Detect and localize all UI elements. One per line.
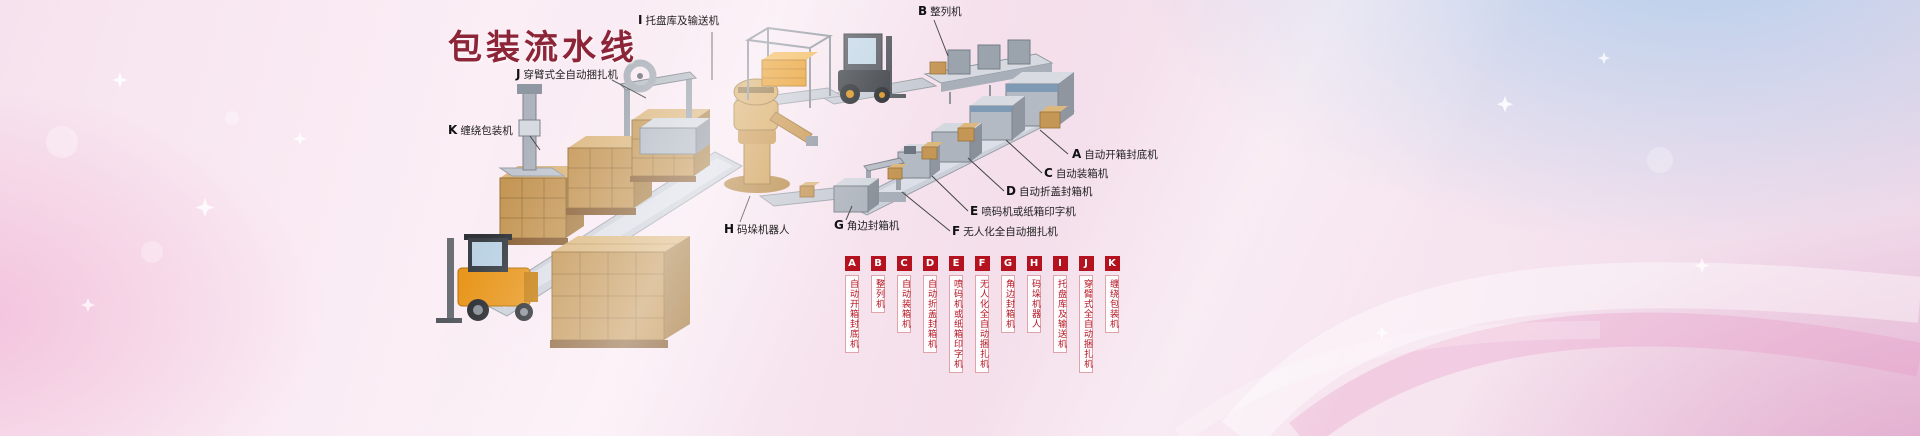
legend-letter-i: I (1052, 256, 1068, 271)
callout-letter-f: F (952, 224, 961, 238)
callout-leader-lines (529, 19, 1069, 232)
legend-item-d: D 自动折盖封箱机 (920, 256, 940, 353)
legend-item-f: F 无人化全自动捆扎机 (972, 256, 992, 373)
callout-label-k: 缠绕包装机 (460, 125, 513, 137)
legend-label-a: 自动开箱封底机 (845, 275, 859, 353)
sparkle-icons (46, 52, 1710, 340)
callout-label-g: 角边封箱机 (846, 220, 900, 232)
legend-label-b: 整列机 (871, 275, 885, 313)
callout-label-f: 无人化全自动捆扎机 (963, 226, 1058, 238)
callout-letter-c: C (1044, 166, 1053, 180)
callout-label-a: 自动开箱封底机 (1084, 149, 1158, 161)
legend-label-h: 码垛机器人 (1027, 275, 1041, 333)
callout-letter-i: I (638, 13, 643, 27)
legend-item-b: B 整列机 (868, 256, 888, 313)
legend-item-j: J 穿臂式全自动捆扎机 (1076, 256, 1096, 373)
legend-item-k: K 缠绕包装机 (1102, 256, 1122, 333)
legend-letter-a: A (844, 256, 860, 271)
legend-letter-f: F (974, 256, 990, 271)
pallet-warehouse (745, 26, 833, 108)
legend-label-c: 自动装箱机 (897, 275, 911, 333)
callout-label-d: 自动折盖封箱机 (1018, 186, 1093, 198)
legend-label-g: 角边封箱机 (1001, 275, 1015, 333)
legend-letter-k: K (1104, 256, 1120, 271)
legend-letter-h: H (1026, 256, 1042, 271)
callout-letter-b: B (918, 4, 928, 18)
callout-letter-k: K (448, 123, 458, 137)
callout-letter-e: E (970, 204, 979, 218)
legend-label-e: 喷码机或纸箱印字机 (949, 275, 963, 373)
cartons (799, 123, 980, 198)
palletizing-robot (724, 78, 818, 193)
aligning-machine (923, 39, 1054, 104)
legend-letter-j: J (1078, 256, 1094, 271)
legend-item-e: E 喷码机或纸箱印字机 (946, 256, 966, 373)
edge-sealer (833, 178, 879, 213)
page-title: 包装流水线 (448, 28, 638, 68)
callout-label-c: 自动装箱机 (1055, 168, 1109, 180)
strapping-machine-arm (618, 59, 710, 155)
callout-letter-d: D (1006, 184, 1016, 198)
legend-letter-e: E (948, 256, 964, 271)
wrapping-machine (498, 84, 566, 177)
callout-label-i: 托盘库及输送机 (645, 15, 719, 27)
background-swirls (1174, 262, 1920, 436)
legend-label-i: 托盘库及输送机 (1053, 275, 1067, 353)
callout-label-b: 整列机 (930, 6, 962, 18)
legend-item-h: H 码垛机器人 (1024, 256, 1044, 333)
legend-letter-b: B (870, 256, 886, 271)
callout-label-h: 码垛机器人 (737, 224, 790, 236)
callout-letter-h: H (724, 222, 735, 236)
legend-label-k: 缠绕包装机 (1105, 275, 1119, 333)
legend-item-g: G 角边封箱机 (998, 256, 1018, 333)
forklift-top (838, 33, 906, 104)
callout-letter-g: G (834, 218, 844, 232)
case-packer (969, 96, 1025, 141)
callout-label-e: 喷码机或纸箱印字机 (981, 206, 1076, 218)
machine-legend: A 自动开箱封底机 B 整列机 C 自动装箱机 D 自动折盖封箱机 E 喷码机或… (842, 256, 1122, 373)
floor-pallet-stack (550, 236, 690, 348)
legend-label-j: 穿臂式全自动捆扎机 (1079, 275, 1093, 373)
legend-label-d: 自动折盖封箱机 (923, 275, 937, 353)
legend-letter-c: C (896, 256, 912, 271)
legend-letter-g: G (1000, 256, 1016, 271)
callout-letter-a: A (1072, 147, 1082, 161)
legend-item-i: I 托盘库及输送机 (1050, 256, 1070, 353)
legend-item-c: C 自动装箱机 (894, 256, 914, 333)
legend-label-f: 无人化全自动捆扎机 (975, 275, 989, 373)
callout-letter-j: J (516, 67, 521, 81)
callout-label-j: 穿臂式全自动捆扎机 (523, 69, 618, 81)
forklift-left (436, 234, 538, 323)
legend-letter-d: D (922, 256, 938, 271)
legend-item-a: A 自动开箱封底机 (842, 256, 862, 353)
